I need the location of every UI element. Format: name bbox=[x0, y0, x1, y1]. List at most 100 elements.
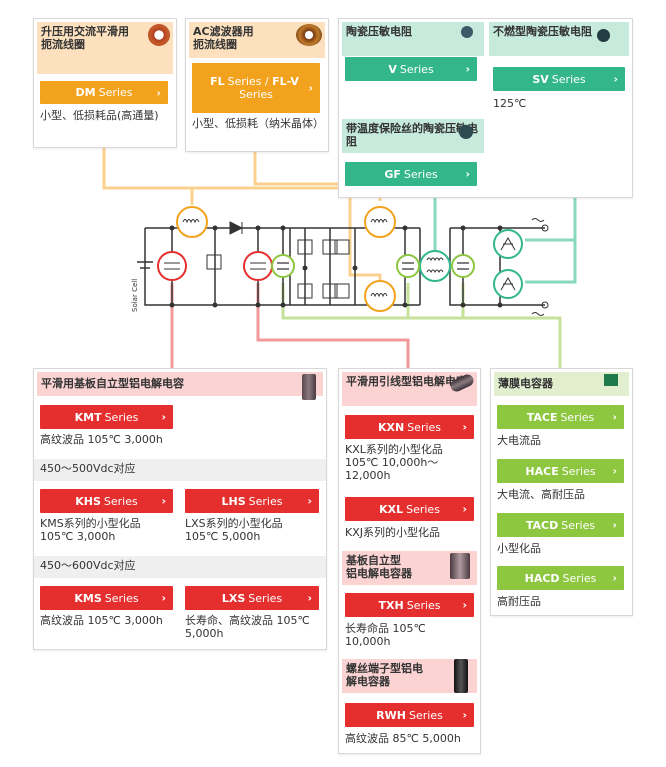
gf-series-suffix: Series bbox=[403, 167, 438, 181]
tacd-series-name: TACD bbox=[525, 518, 559, 532]
tace-series-name: TACE bbox=[526, 410, 558, 424]
chevron-right-icon: › bbox=[161, 591, 166, 605]
tacd-desc: 小型化品 bbox=[497, 542, 541, 555]
kxn-title: 平滑用引线型铝电解电容 bbox=[342, 372, 477, 406]
gf-series-name: GF bbox=[384, 167, 401, 181]
voltage-range-450-600: 450～600Vdc对应 bbox=[34, 556, 326, 578]
chevron-right-icon: › bbox=[156, 86, 161, 99]
kmt-series-name: KMT bbox=[74, 410, 102, 424]
txh-series-name: TXH bbox=[378, 598, 404, 612]
capacitor-icon bbox=[302, 374, 316, 400]
kms-series-name: KMS bbox=[74, 591, 102, 605]
chevron-right-icon: › bbox=[465, 62, 470, 76]
sv-desc: 125℃ bbox=[493, 97, 527, 110]
v-series-suffix: Series bbox=[399, 62, 434, 76]
kxn-series-name: KXN bbox=[377, 420, 405, 434]
chevron-right-icon: › bbox=[307, 591, 312, 605]
rwh-series-suffix: Series bbox=[408, 708, 443, 722]
cap-marker-2 bbox=[243, 251, 273, 281]
kxl-series-suffix: Series bbox=[406, 502, 440, 516]
fl-coil-marker-top bbox=[364, 206, 396, 238]
diode-icon bbox=[229, 221, 244, 235]
fl-coil-marker-bottom bbox=[364, 280, 396, 312]
txh-desc: 长寿命品 105℃ 10,000h bbox=[345, 622, 426, 648]
chevron-right-icon: › bbox=[613, 72, 618, 86]
chevron-right-icon: › bbox=[462, 502, 467, 516]
cap-marker-1 bbox=[157, 251, 187, 281]
fl-series-suffix: Series / bbox=[227, 75, 273, 88]
solar-cell-icon bbox=[137, 261, 153, 269]
lxs-series-name: LXS bbox=[221, 591, 246, 605]
kmt-desc: 高纹波品 105℃ 3,000h bbox=[40, 433, 163, 446]
chevron-right-icon: › bbox=[612, 518, 617, 532]
kms-desc: 高纹波品 105℃ 3,000h bbox=[40, 614, 163, 627]
tacd-series-suffix: Series bbox=[561, 518, 596, 532]
dm-series-name: DM bbox=[75, 86, 96, 99]
lxs-series-suffix: Series bbox=[248, 591, 283, 605]
kmt-series-suffix: Series bbox=[104, 410, 139, 424]
chevron-right-icon: › bbox=[612, 464, 617, 478]
varistor-icon bbox=[459, 125, 473, 139]
hace-series-suffix: Series bbox=[561, 464, 596, 478]
chevron-right-icon: › bbox=[612, 571, 617, 585]
varistor-icon bbox=[461, 26, 473, 38]
tace-desc: 大电流品 bbox=[497, 434, 541, 447]
rwh-desc: 高纹波品 85℃ 5,000h bbox=[345, 732, 461, 745]
chevron-right-icon: › bbox=[612, 410, 617, 424]
chevron-right-icon: › bbox=[462, 420, 467, 434]
txh-series-suffix: Series bbox=[406, 598, 441, 612]
kms-series-suffix: Series bbox=[104, 591, 139, 605]
film-marker-3 bbox=[451, 254, 475, 278]
chevron-right-icon: › bbox=[161, 410, 166, 424]
flv-series-name: FL-V bbox=[272, 75, 299, 88]
circuit-nodes bbox=[169, 225, 503, 308]
transformer-marker bbox=[419, 250, 451, 282]
kmt-title: 平滑用基板自立型铝电解电容 bbox=[37, 372, 323, 396]
dm-desc: 小型、低损耗品(高通量) bbox=[40, 109, 159, 122]
solar-cell-label: Solar Cell bbox=[131, 279, 139, 312]
khs-desc: KMS系列的小型化品 105℃ 3,000h bbox=[40, 517, 141, 543]
chevron-right-icon: › bbox=[462, 598, 467, 612]
lhs-desc: LXS系列的小型化品 105℃ 5,000h bbox=[185, 517, 283, 543]
dm-coil-marker bbox=[176, 206, 208, 238]
hacd-series-suffix: Series bbox=[562, 571, 597, 585]
switch-icons bbox=[206, 239, 350, 299]
fl-series-name: FL bbox=[210, 75, 225, 88]
capacitor-icon bbox=[454, 659, 468, 693]
lime-connectors bbox=[281, 283, 562, 368]
kxn-series-suffix: Series bbox=[407, 420, 442, 434]
khs-series-suffix: Series bbox=[103, 494, 138, 508]
v-series-name: V bbox=[388, 62, 397, 76]
hacd-series-name: HACD bbox=[524, 571, 560, 585]
sv-title: 不燃型陶瓷压敏电阻 bbox=[489, 22, 629, 56]
varistor-icon bbox=[597, 29, 610, 42]
chevron-right-icon: › bbox=[161, 494, 166, 508]
sv-series-name: SV bbox=[532, 72, 549, 86]
chevron-right-icon: › bbox=[308, 81, 313, 95]
